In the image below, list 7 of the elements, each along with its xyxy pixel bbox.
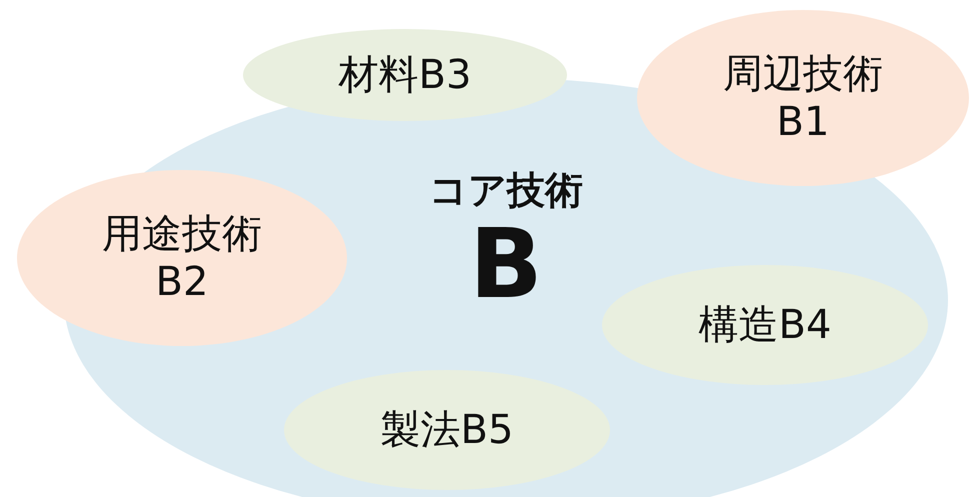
node-label: 材料B3 [338,51,472,99]
node-label: 構造B4 [698,301,832,349]
node-label: 用途技術B2 [101,210,263,306]
core-letter: B [469,214,543,314]
node-label: 周辺技術B1 [722,50,884,146]
core-title: コア技術 [429,168,583,214]
node-label: 製法B5 [380,406,514,454]
